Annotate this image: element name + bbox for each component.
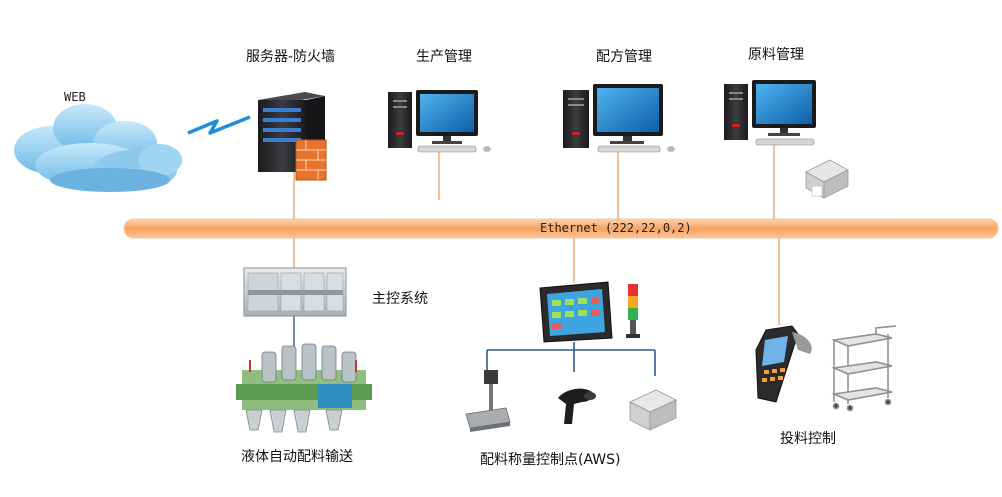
web-label: WEB bbox=[64, 90, 86, 104]
aws-label: 配料称量控制点(AWS) bbox=[480, 452, 621, 468]
plc-controller-icon bbox=[243, 267, 347, 317]
material-workstation-icon bbox=[724, 80, 816, 146]
main-control-label: 主控系统 bbox=[372, 291, 428, 307]
production-workstation-icon bbox=[388, 90, 491, 153]
feeding-control-label: 投料控制 bbox=[780, 431, 836, 447]
recipe-label: 配方管理 bbox=[596, 49, 652, 65]
weighing-scale-icon bbox=[465, 370, 511, 432]
aws-tree-lines bbox=[486, 342, 656, 376]
bus-connectors bbox=[293, 145, 780, 325]
barcode-scanner-icon bbox=[558, 388, 596, 424]
ethernet-bus bbox=[123, 218, 999, 239]
liquid-dosing-label: 液体自动配料输送 bbox=[241, 449, 353, 465]
touch-panel-icon bbox=[539, 281, 613, 343]
material-label: 原料管理 bbox=[748, 47, 804, 63]
label-printer-icon bbox=[805, 159, 849, 199]
server-firewall-label: 服务器-防火墙 bbox=[246, 49, 336, 65]
lightning-icon bbox=[187, 115, 251, 135]
ethernet-label: Ethernet (222,22,0,2) bbox=[540, 221, 692, 235]
stack-light-icon bbox=[626, 284, 640, 338]
cloud-icon bbox=[14, 104, 182, 192]
trolley-cart-icon bbox=[831, 325, 897, 412]
liquid-dosing-machine-icon bbox=[236, 343, 372, 433]
aws-printer-icon bbox=[629, 389, 677, 431]
server-firewall-icon bbox=[258, 92, 327, 181]
handheld-terminal-icon bbox=[755, 325, 812, 403]
recipe-workstation-icon bbox=[563, 84, 675, 153]
production-label: 生产管理 bbox=[416, 49, 472, 65]
